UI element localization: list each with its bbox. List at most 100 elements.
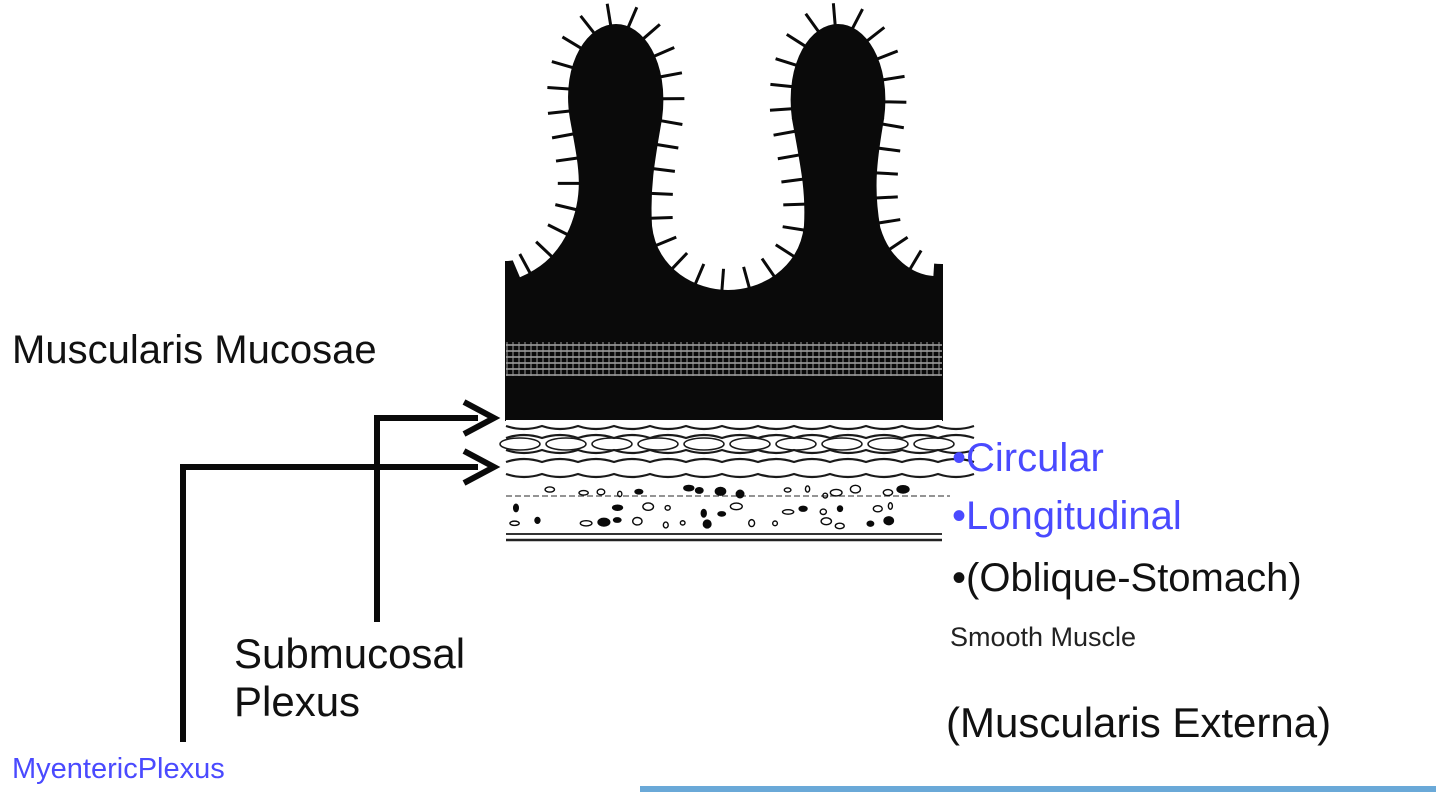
cell-divider (547, 223, 569, 236)
muscle-nucleus (783, 487, 792, 493)
connective-fiber (505, 457, 975, 464)
muscle-nucleus (694, 486, 704, 494)
muscle-nucleus (887, 502, 894, 510)
muscle-nucleus (700, 508, 707, 518)
fiber-cell (545, 437, 587, 451)
muscle-nuclei (509, 484, 910, 530)
cell-divider (866, 26, 886, 43)
cell-divider (650, 215, 673, 220)
muscle-nucleus (714, 486, 727, 496)
cell-divider (773, 129, 796, 137)
muscle-nucleus (544, 486, 556, 493)
cell-divider (882, 74, 905, 82)
cell-divider (650, 191, 673, 196)
cell-divider (518, 253, 532, 275)
cell-divider (670, 251, 689, 270)
muscle-nucleus (748, 518, 756, 528)
bottom-accent-rule (640, 786, 1436, 792)
fiber-cell (637, 437, 679, 451)
cell-divider (831, 3, 837, 26)
muscle-nucleus (822, 492, 829, 499)
fiber-cell (499, 437, 541, 451)
arrow-right-icon (462, 399, 501, 437)
muscle-nucleus (612, 517, 622, 523)
muscle-nucleus (781, 509, 795, 515)
cell-divider (555, 156, 579, 163)
muscle-nucleus (829, 488, 843, 497)
muscle-nucleus (702, 519, 712, 529)
muscularis-externa-label: (Muscularis Externa) (946, 699, 1332, 746)
muscle-nucleus (664, 504, 671, 511)
epithelial-cell-lining (511, 3, 936, 291)
myenteric-plexus-label: MyentericPlexus (12, 753, 225, 785)
cell-divider (770, 82, 793, 89)
cell-divider (660, 71, 683, 79)
fiber-cell (591, 437, 633, 451)
muscle-nucleus (729, 502, 743, 511)
cell-divider (775, 57, 798, 67)
cell-divider (742, 266, 751, 289)
cell-divider (760, 257, 776, 278)
muscle-nucleus (849, 484, 862, 494)
cell-divider (551, 60, 574, 70)
muscle-nucleus (819, 508, 828, 516)
cell-divider (881, 122, 905, 130)
submucosal-plexus-label-line1: Submucosal (234, 630, 466, 677)
cell-divider (561, 35, 583, 50)
cell-divider (908, 249, 923, 271)
submucosal-plexus-label: Submucosal Plexus (234, 630, 534, 726)
muscle-nucleus (820, 517, 833, 526)
circular-layer-label: •Circular (952, 436, 1104, 480)
fiber-cell (821, 437, 863, 451)
muscle-nucleus (804, 485, 811, 493)
cell-divider (777, 153, 800, 161)
arrow-right-icon (462, 448, 501, 486)
muscle-nucleus (872, 504, 883, 513)
muscle-nucleus (597, 517, 611, 527)
cell-dividers (518, 3, 923, 291)
muscle-nucleus (896, 484, 910, 494)
muscle-nucleus (882, 488, 894, 497)
muscle-nucleus (834, 522, 845, 530)
cell-divider (579, 14, 596, 35)
cell-divider (652, 167, 676, 173)
cell-divider (804, 12, 820, 33)
muscle-nucleus (836, 505, 844, 513)
cell-divider (769, 107, 793, 112)
fiber-cell (913, 437, 955, 451)
muscle-nucleus (509, 520, 520, 527)
cell-divider (547, 109, 571, 115)
muscularis-mucosae-band (506, 342, 942, 376)
longitudinal-layer-label: •Longitudinal (952, 494, 1182, 538)
connective-fiber (505, 448, 975, 455)
myenteric-plexus-connector (180, 464, 478, 742)
cell-divider (878, 218, 901, 225)
oblique-layer-label: •(Oblique-Stomach) (952, 556, 1302, 600)
muscle-nucleus (611, 504, 624, 511)
connective-fiber (505, 472, 975, 479)
cell-divider (875, 171, 898, 176)
cell-divider (642, 23, 661, 40)
cell-divider (785, 33, 807, 48)
fiber-cell (683, 437, 725, 451)
cell-divider (605, 3, 613, 26)
cell-divider (720, 268, 726, 291)
cell-divider (547, 85, 570, 91)
muscularis-mucosae-label: Muscularis Mucosae (12, 328, 377, 372)
connective-fiber (505, 433, 975, 440)
cell-divider (888, 235, 909, 251)
fiber-cell (775, 437, 817, 451)
cell-divider (626, 6, 639, 29)
muscle-nucleus (578, 489, 589, 496)
connective-fibers (499, 424, 975, 479)
muscle-nucleus (632, 516, 643, 526)
cell-divider (781, 177, 804, 184)
connective-fiber (505, 424, 975, 431)
cell-divider (693, 263, 706, 285)
muscle-nucleus (735, 489, 745, 499)
cell-divider (783, 202, 806, 207)
submucosal-plexus-connector (374, 415, 478, 622)
muscle-nucleus (772, 520, 779, 527)
cell-divider (554, 203, 578, 212)
muscle-nucleus (596, 488, 606, 496)
